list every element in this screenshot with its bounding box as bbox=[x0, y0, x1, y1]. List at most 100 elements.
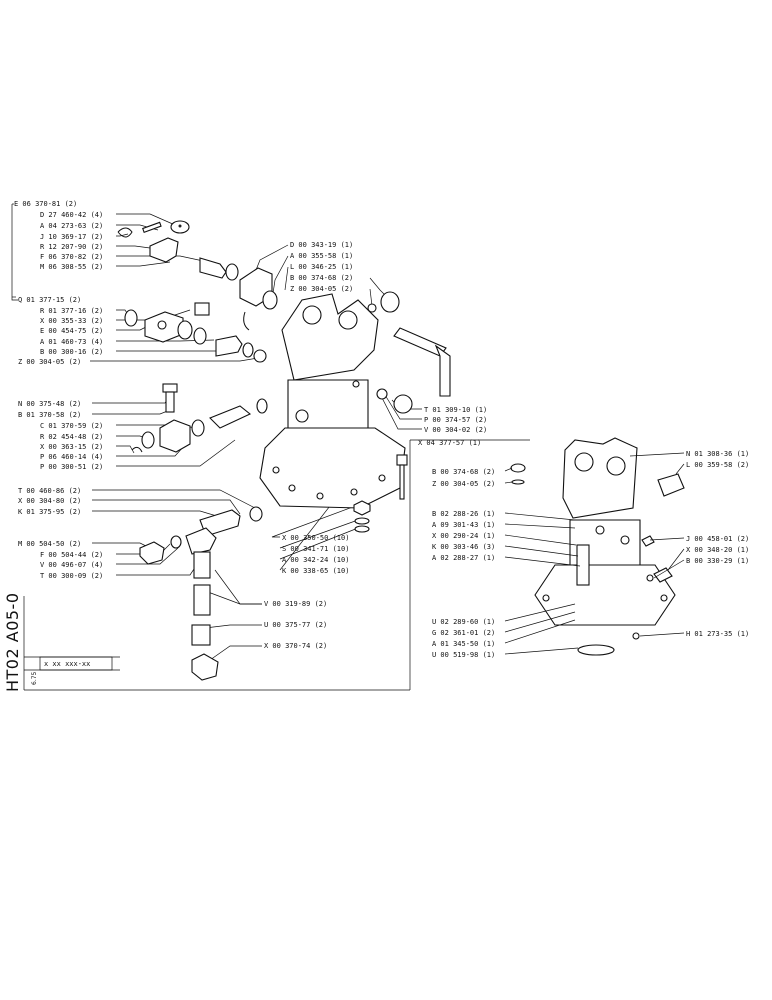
label: R 01 377-16 (2) bbox=[40, 307, 103, 315]
bushing bbox=[657, 473, 685, 497]
fitting-labels: V 00 319-89 (2) U 00 375-77 (2) X 00 370… bbox=[264, 600, 327, 650]
rotator-flange bbox=[259, 427, 406, 509]
side-code: HT02 A05-0 bbox=[3, 592, 22, 692]
grease-nipple bbox=[194, 302, 210, 316]
pin-washer-2 bbox=[376, 388, 388, 400]
pin-end bbox=[393, 394, 413, 414]
right-leader-lines bbox=[504, 452, 685, 655]
seal-ring-2 bbox=[193, 327, 207, 345]
plug bbox=[139, 541, 165, 565]
body-hole-2 bbox=[352, 380, 360, 388]
top-center-labels: D 00 343-19 (1) A 00 355-58 (1) L 00 346… bbox=[290, 241, 353, 293]
washer-r2 bbox=[646, 574, 654, 582]
label: A 02 288-27 (1) bbox=[432, 554, 495, 562]
pin-washer bbox=[367, 303, 377, 313]
flange-hole bbox=[288, 484, 296, 492]
label: Z 00 304-05 (2) bbox=[432, 480, 495, 488]
flange-hole bbox=[378, 474, 386, 482]
label: P 00 300-51 (2) bbox=[40, 463, 103, 471]
seal-ring bbox=[177, 320, 193, 340]
top-left-labels: E 06 370-81 (2) D 27 460-42 (4) A 04 273… bbox=[11, 200, 103, 301]
elbow-fitting bbox=[149, 237, 179, 263]
right-left-labels: B 00 374-68 (2) Z 00 304-05 (2) B 02 288… bbox=[432, 468, 495, 562]
label: V 00 496-07 (4) bbox=[40, 561, 103, 569]
label: K 00 303-46 (3) bbox=[432, 543, 495, 551]
label: K 00 338-65 (10) bbox=[282, 567, 349, 575]
label: M 00 504-50 (2) bbox=[18, 540, 81, 548]
washer bbox=[124, 309, 138, 327]
bolt-shank bbox=[399, 464, 405, 500]
hex-nipple bbox=[199, 257, 227, 279]
label: D 00 343-19 (1) bbox=[290, 241, 353, 249]
label: X 00 348-20 (1) bbox=[686, 546, 749, 554]
label: A 01 460-73 (4) bbox=[40, 338, 103, 346]
cap-r bbox=[510, 463, 526, 473]
label: A 01 345-50 (1) bbox=[432, 640, 495, 648]
ring-3 bbox=[249, 506, 263, 522]
label: L 00 346-25 (1) bbox=[290, 263, 353, 271]
label: T 00 460-86 (2) bbox=[18, 487, 81, 495]
label: Q 01 377-15 (2) bbox=[18, 296, 81, 304]
label: B 01 370-58 (2) bbox=[18, 411, 81, 419]
label: T 01 309-10 (1) bbox=[424, 406, 487, 414]
box-code: x xx xxx-xx bbox=[44, 660, 90, 668]
left-labels-2: N 00 375-48 (2) B 01 370-58 (2) C 01 370… bbox=[18, 400, 103, 471]
label: B 00 300-16 (2) bbox=[40, 348, 103, 356]
label: T 00 300-09 (2) bbox=[40, 572, 103, 580]
pin-lever bbox=[434, 344, 451, 397]
label: A 09 301-43 (1) bbox=[432, 521, 495, 529]
hose bbox=[193, 584, 211, 616]
right-assembly bbox=[510, 437, 685, 656]
label: B 00 330-29 (1) bbox=[686, 557, 749, 565]
internal-gear bbox=[576, 544, 590, 586]
hose-fitting bbox=[193, 551, 211, 579]
label: A 04 273-63 (2) bbox=[40, 222, 103, 230]
quick-coupler bbox=[215, 335, 243, 357]
hose-end bbox=[209, 405, 252, 429]
tee-cap-hole bbox=[178, 224, 182, 228]
swivel-elbow bbox=[191, 653, 219, 681]
flange-hole bbox=[272, 466, 280, 474]
label: A 00 355-58 (1) bbox=[290, 252, 353, 260]
label: N 01 308-36 (1) bbox=[686, 450, 749, 458]
label: M 06 308-55 (2) bbox=[40, 263, 103, 271]
washer-3 bbox=[354, 517, 370, 525]
clip-ring bbox=[117, 227, 133, 238]
bolt-head bbox=[396, 454, 408, 466]
nut bbox=[353, 500, 371, 516]
swivel-hose bbox=[243, 311, 250, 331]
hex-nut bbox=[225, 263, 239, 281]
circlip bbox=[131, 446, 143, 453]
label: Z 00 304-05 (2) bbox=[290, 285, 353, 293]
label: U 00 519-98 (1) bbox=[432, 651, 495, 659]
head-bore-r2 bbox=[606, 456, 626, 476]
label: S 00 341-71 (10) bbox=[282, 545, 349, 553]
label: B 00 374-68 (2) bbox=[290, 274, 353, 282]
label: E 06 370-81 (2) bbox=[14, 200, 77, 208]
label: D 27 460-42 (4) bbox=[40, 211, 103, 219]
label: X 00 355-33 (2) bbox=[40, 317, 103, 325]
title-block: x xx xxx-xx HT02 A05-0 6.75 bbox=[3, 592, 410, 692]
right-bottom-labels: U 02 289-60 (1) G 02 361-01 (2) A 01 345… bbox=[432, 618, 495, 659]
label: J 00 458-01 (2) bbox=[686, 535, 749, 543]
washer-2 bbox=[170, 535, 182, 549]
flange-hole bbox=[316, 492, 324, 500]
label: X 00 290-24 (1) bbox=[432, 532, 495, 540]
rotator-head bbox=[281, 293, 379, 381]
assembly-label: X 04 377-57 (1) bbox=[418, 439, 481, 447]
nut-fitting bbox=[191, 624, 211, 646]
cap-nut bbox=[162, 383, 178, 393]
label: Z 00 304-05 (2) bbox=[18, 358, 81, 366]
seal-ring-3 bbox=[242, 342, 254, 358]
head-bore-1 bbox=[302, 305, 322, 325]
label: X 00 363-15 (2) bbox=[40, 443, 103, 451]
label: C 01 370-59 (2) bbox=[40, 422, 103, 430]
washer-4 bbox=[354, 525, 370, 533]
left-labels-3: T 00 460-86 (2) X 00 304-80 (2) K 01 375… bbox=[18, 487, 81, 516]
leader-lines bbox=[12, 213, 422, 661]
body-hole bbox=[295, 409, 309, 423]
pin bbox=[393, 327, 447, 357]
label: R 02 454-48 (2) bbox=[40, 433, 103, 441]
label: P 00 374-57 (2) bbox=[424, 416, 487, 424]
